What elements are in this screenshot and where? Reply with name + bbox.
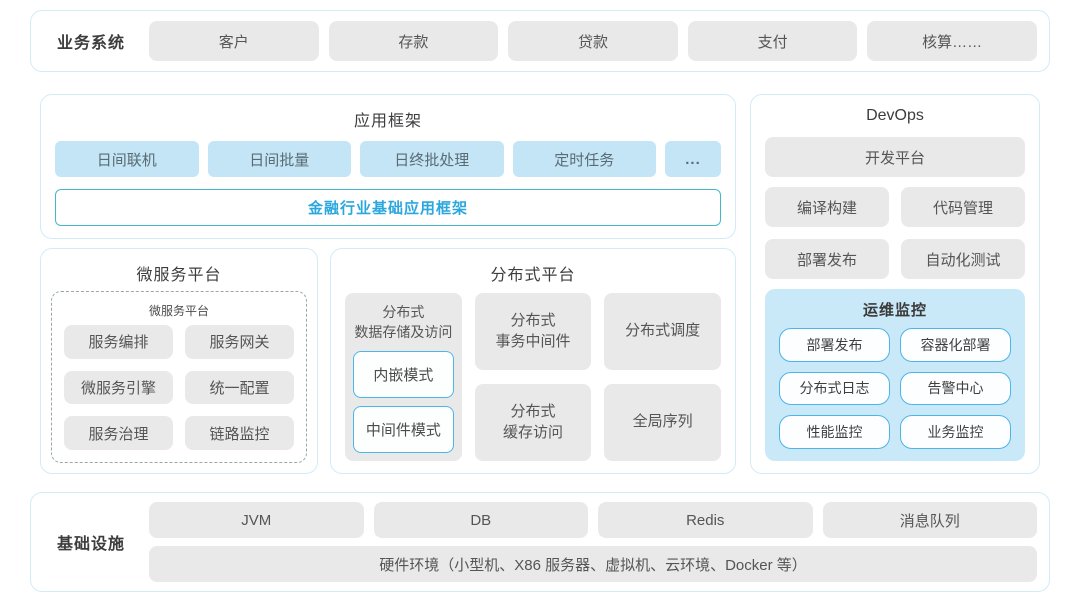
business-item-deposit: 存款 [328, 21, 499, 61]
infra-item-redis: Redis [598, 502, 813, 538]
infra-item-message-queue: 消息队列 [822, 502, 1037, 538]
business-systems-band: 业务系统 客户 存款 贷款 支付 核算…… [30, 10, 1050, 72]
distributed-grid: 分布式 数据存储及访问 内嵌模式 中间件模式 分布式 事务中间件 分布式 缓存访… [345, 293, 721, 461]
distributed-right-column: 分布式调度 全局序列 [604, 293, 721, 461]
middle-section: 应用框架 日间联机 日间批量 日终批处理 定时任务 ... 金融行业基础应用框架… [30, 94, 1050, 474]
app-item-daytime-online: 日间联机 [55, 141, 199, 177]
distributed-card: 分布式平台 分布式 数据存储及访问 内嵌模式 中间件模式 分布式 事务中间件 分… [330, 248, 736, 474]
distributed-middle-column: 分布式 事务中间件 分布式 缓存访问 [474, 293, 592, 461]
dist-item-transaction-middleware: 分布式 事务中间件 [474, 293, 592, 370]
middle-left-column: 应用框架 日间联机 日间批量 日终批处理 定时任务 ... 金融行业基础应用框架… [40, 94, 736, 474]
platforms-row: 微服务平台 微服务平台 服务编排 服务网关 微服务引擎 统一配置 服务治理 链路… [40, 248, 736, 474]
dist-item-cache-access: 分布式 缓存访问 [474, 384, 592, 461]
app-framework-card: 应用框架 日间联机 日间批量 日终批处理 定时任务 ... 金融行业基础应用框架 [40, 94, 736, 239]
distributed-title: 分布式平台 [490, 267, 576, 284]
ops-monitoring-title: 运维监控 [862, 302, 927, 319]
business-systems-label: 业务系统 [56, 35, 125, 52]
dist-item-scheduling: 分布式调度 [604, 293, 721, 370]
micro-item-service-orchestration: 服务编排 [64, 325, 173, 359]
dist-item-global-sequence: 全局序列 [604, 384, 721, 461]
devops-item-automated-testing: 自动化测试 [901, 239, 1025, 279]
devops-item-deploy-release: 部署发布 [765, 239, 889, 279]
microservice-title: 微服务平台 [136, 267, 222, 284]
distributed-storage-title: 分布式 数据存储及访问 [354, 304, 453, 340]
business-item-accounting: 核算…… [867, 21, 1037, 61]
business-item-payment: 支付 [687, 21, 858, 61]
app-framework-title: 应用框架 [353, 113, 422, 130]
monitor-item-alert-center: 告警中心 [900, 371, 1011, 406]
finance-base-framework-box: 金融行业基础应用框架 [55, 189, 721, 226]
devops-card: DevOps 开发平台 编译构建 代码管理 部署发布 自动化测试 运维监控 部署… [750, 94, 1040, 474]
monitor-item-deploy-release: 部署发布 [779, 328, 890, 362]
infrastructure-row: JVM DB Redis 消息队列 [149, 502, 1037, 538]
microservice-dashed-panel: 微服务平台 服务编排 服务网关 微服务引擎 统一配置 服务治理 链路监控 [51, 291, 307, 463]
business-item-customer: 客户 [149, 21, 319, 61]
microservice-grid: 服务编排 服务网关 微服务引擎 统一配置 服务治理 链路监控 [64, 325, 294, 450]
devops-dev-platform-box: 开发平台 [765, 137, 1025, 177]
micro-item-unified-config: 统一配置 [185, 370, 294, 405]
infra-item-db: DB [373, 502, 588, 538]
micro-item-trace-monitoring: 链路监控 [185, 416, 294, 450]
micro-item-service-gateway: 服务网关 [185, 325, 294, 359]
devops-item-compile-build: 编译构建 [765, 187, 889, 227]
middleware-mode-box: 中间件模式 [353, 406, 454, 453]
app-item-daytime-batch: 日间批量 [207, 141, 351, 177]
micro-item-microservice-engine: 微服务引擎 [64, 370, 173, 405]
ops-monitoring-panel: 运维监控 部署发布 容器化部署 分布式日志 告警中心 性能监控 业务监控 [765, 289, 1025, 461]
microservice-inner-title: 微服务平台 [148, 304, 209, 318]
devops-item-code-management: 代码管理 [901, 187, 1025, 227]
hardware-environment-box: 硬件环境（小型机、X86 服务器、虚拟机、云环境、Docker 等） [149, 546, 1037, 582]
embedded-mode-box: 内嵌模式 [353, 351, 454, 398]
ops-monitoring-grid: 部署发布 容器化部署 分布式日志 告警中心 性能监控 业务监控 [779, 328, 1011, 449]
microservice-card: 微服务平台 微服务平台 服务编排 服务网关 微服务引擎 统一配置 服务治理 链路… [40, 248, 318, 474]
app-item-ellipsis: ... [665, 141, 721, 177]
devops-grid: 编译构建 代码管理 部署发布 自动化测试 [765, 187, 1025, 279]
devops-title: DevOps [866, 107, 924, 124]
infrastructure-label: 基础设施 [56, 536, 125, 553]
app-item-eod-batch: 日终批处理 [360, 141, 504, 177]
monitor-item-business-monitoring: 业务监控 [900, 415, 1011, 449]
app-framework-row: 日间联机 日间批量 日终批处理 定时任务 ... [55, 141, 721, 177]
monitor-item-performance-monitoring: 性能监控 [779, 415, 890, 449]
distributed-storage-box: 分布式 数据存储及访问 内嵌模式 中间件模式 [345, 293, 462, 461]
infrastructure-content: JVM DB Redis 消息队列 硬件环境（小型机、X86 服务器、虚拟机、云… [149, 502, 1037, 582]
monitor-item-container-deploy: 容器化部署 [900, 328, 1011, 362]
infra-item-jvm: JVM [149, 502, 364, 538]
micro-item-service-governance: 服务治理 [64, 416, 173, 450]
monitor-item-distributed-logs: 分布式日志 [779, 371, 890, 406]
app-item-scheduled-task: 定时任务 [512, 141, 656, 177]
business-item-loan: 贷款 [508, 21, 678, 61]
infrastructure-band: 基础设施 JVM DB Redis 消息队列 硬件环境（小型机、X86 服务器、… [30, 492, 1050, 592]
